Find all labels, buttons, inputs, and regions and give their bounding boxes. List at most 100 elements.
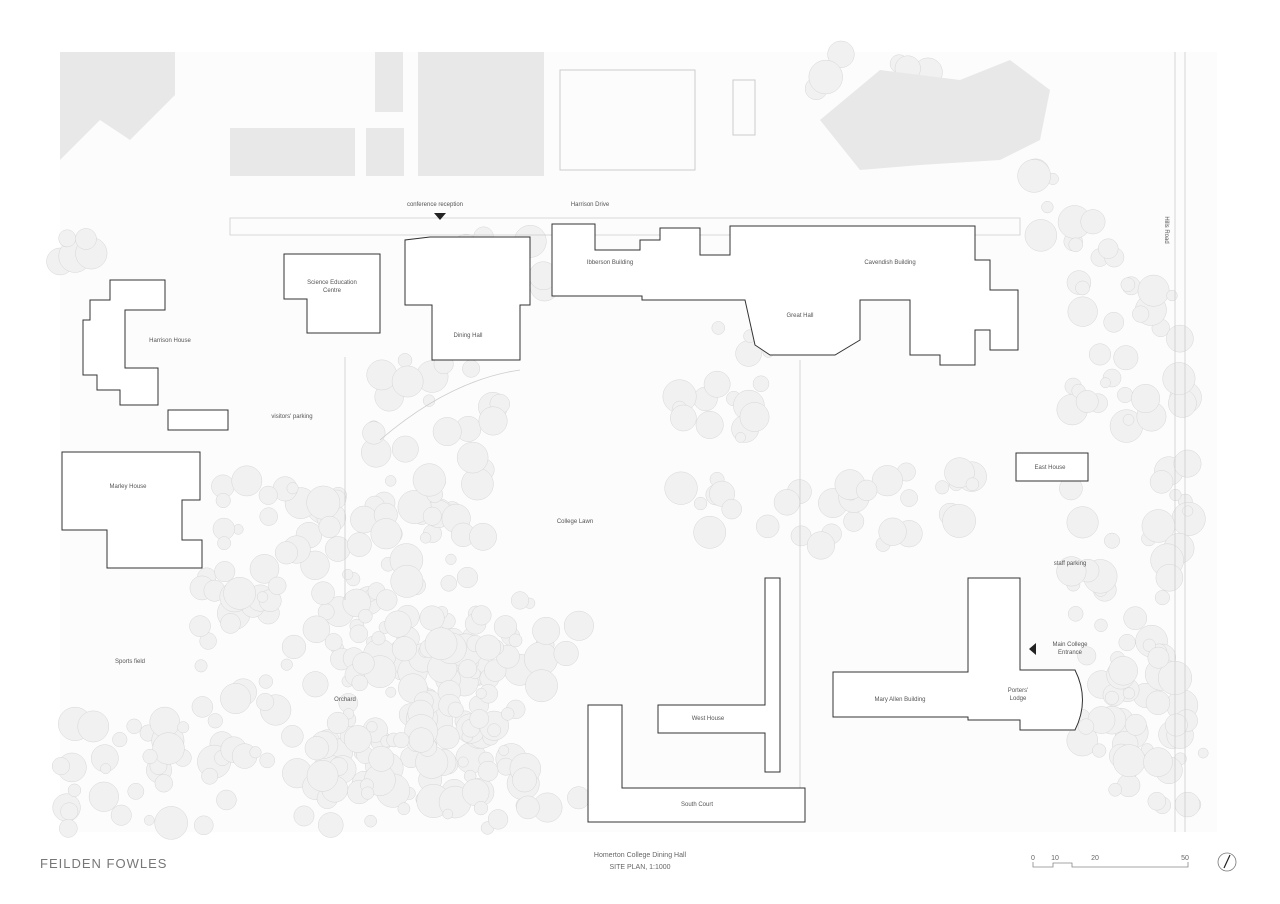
tree <box>469 709 489 729</box>
tree <box>1089 343 1111 366</box>
label: South Court <box>681 802 713 808</box>
entrance-marker <box>1029 643 1036 655</box>
south-court <box>587 704 806 823</box>
tree <box>391 435 419 463</box>
tree <box>462 359 480 378</box>
science-education-centre <box>283 253 381 334</box>
tree <box>447 701 464 718</box>
tree <box>456 566 478 588</box>
tree <box>419 605 445 631</box>
tree <box>1120 277 1136 292</box>
tree <box>366 721 378 733</box>
tree <box>806 531 835 560</box>
label: Science Education <box>307 280 357 286</box>
tree <box>457 756 469 768</box>
tree <box>1112 744 1146 778</box>
tree <box>1143 747 1173 777</box>
tree <box>397 802 411 816</box>
tree <box>462 778 490 806</box>
tree <box>1103 311 1125 333</box>
label: Lodge <box>1010 696 1027 702</box>
tree <box>475 687 487 699</box>
label: Mary Allen Building <box>874 697 925 703</box>
tree <box>739 402 770 432</box>
tree <box>1094 618 1108 632</box>
tree <box>306 760 339 792</box>
tree <box>318 812 344 838</box>
tree <box>59 819 78 838</box>
tree <box>220 683 252 715</box>
label: West House <box>692 716 725 722</box>
scale-bar <box>1032 862 1189 868</box>
tree <box>1067 606 1084 622</box>
tree <box>1092 743 1107 758</box>
tree <box>1098 238 1119 259</box>
label: Entrance <box>1058 650 1083 656</box>
tree-canopy <box>46 40 1209 840</box>
tree <box>280 658 293 671</box>
tree <box>154 774 173 793</box>
label: Great Hall <box>786 313 813 319</box>
tree <box>487 723 501 738</box>
tree <box>100 763 112 775</box>
tree <box>249 554 280 584</box>
tree <box>286 482 299 495</box>
tree <box>1166 289 1178 302</box>
tree <box>351 674 368 692</box>
tree <box>1132 305 1150 323</box>
tree <box>368 745 395 772</box>
tree <box>1131 383 1161 414</box>
tree <box>1123 687 1135 700</box>
label: College Lawn <box>557 519 593 525</box>
tree <box>1174 791 1201 818</box>
tree <box>1173 449 1202 478</box>
tree <box>349 624 368 644</box>
tree <box>304 736 329 761</box>
tree <box>67 783 82 797</box>
tree <box>390 564 424 598</box>
tree <box>126 718 142 734</box>
tree <box>152 732 185 765</box>
tree <box>878 517 907 546</box>
tree <box>51 757 70 776</box>
tree <box>293 805 315 827</box>
tree <box>75 228 97 250</box>
tree <box>664 471 698 505</box>
tree <box>1100 377 1111 389</box>
tree <box>498 745 510 756</box>
tree <box>752 375 770 392</box>
scale-tick: 50 <box>1181 855 1189 862</box>
tree <box>231 465 263 497</box>
tree <box>965 477 980 491</box>
scale-tick: 20 <box>1091 855 1099 862</box>
label: Cavendish Building <box>864 260 915 266</box>
tree <box>88 781 119 812</box>
tree <box>1182 505 1194 517</box>
tree <box>144 815 155 826</box>
tree <box>342 568 354 580</box>
tree <box>259 752 275 769</box>
tree <box>445 553 457 565</box>
tree <box>371 631 386 646</box>
tree <box>259 507 278 526</box>
tree <box>217 536 231 551</box>
tree <box>1142 638 1156 652</box>
tree <box>361 786 375 800</box>
label: visitors' parking <box>271 414 312 420</box>
north-arrow-icon <box>1217 852 1237 872</box>
harrison-house <box>82 279 166 406</box>
tree <box>318 515 341 539</box>
tree <box>827 40 855 68</box>
tree <box>1104 532 1120 549</box>
tree <box>1077 718 1095 735</box>
label: conference reception <box>407 202 463 208</box>
project-title: Homerton College Dining Hall <box>594 852 687 859</box>
label: staff parking <box>1054 561 1087 567</box>
tree <box>458 659 478 679</box>
tree <box>501 707 515 721</box>
tree <box>1056 556 1087 587</box>
tree <box>735 432 746 443</box>
tree <box>324 633 343 651</box>
tree <box>258 485 278 505</box>
tree <box>424 627 458 661</box>
